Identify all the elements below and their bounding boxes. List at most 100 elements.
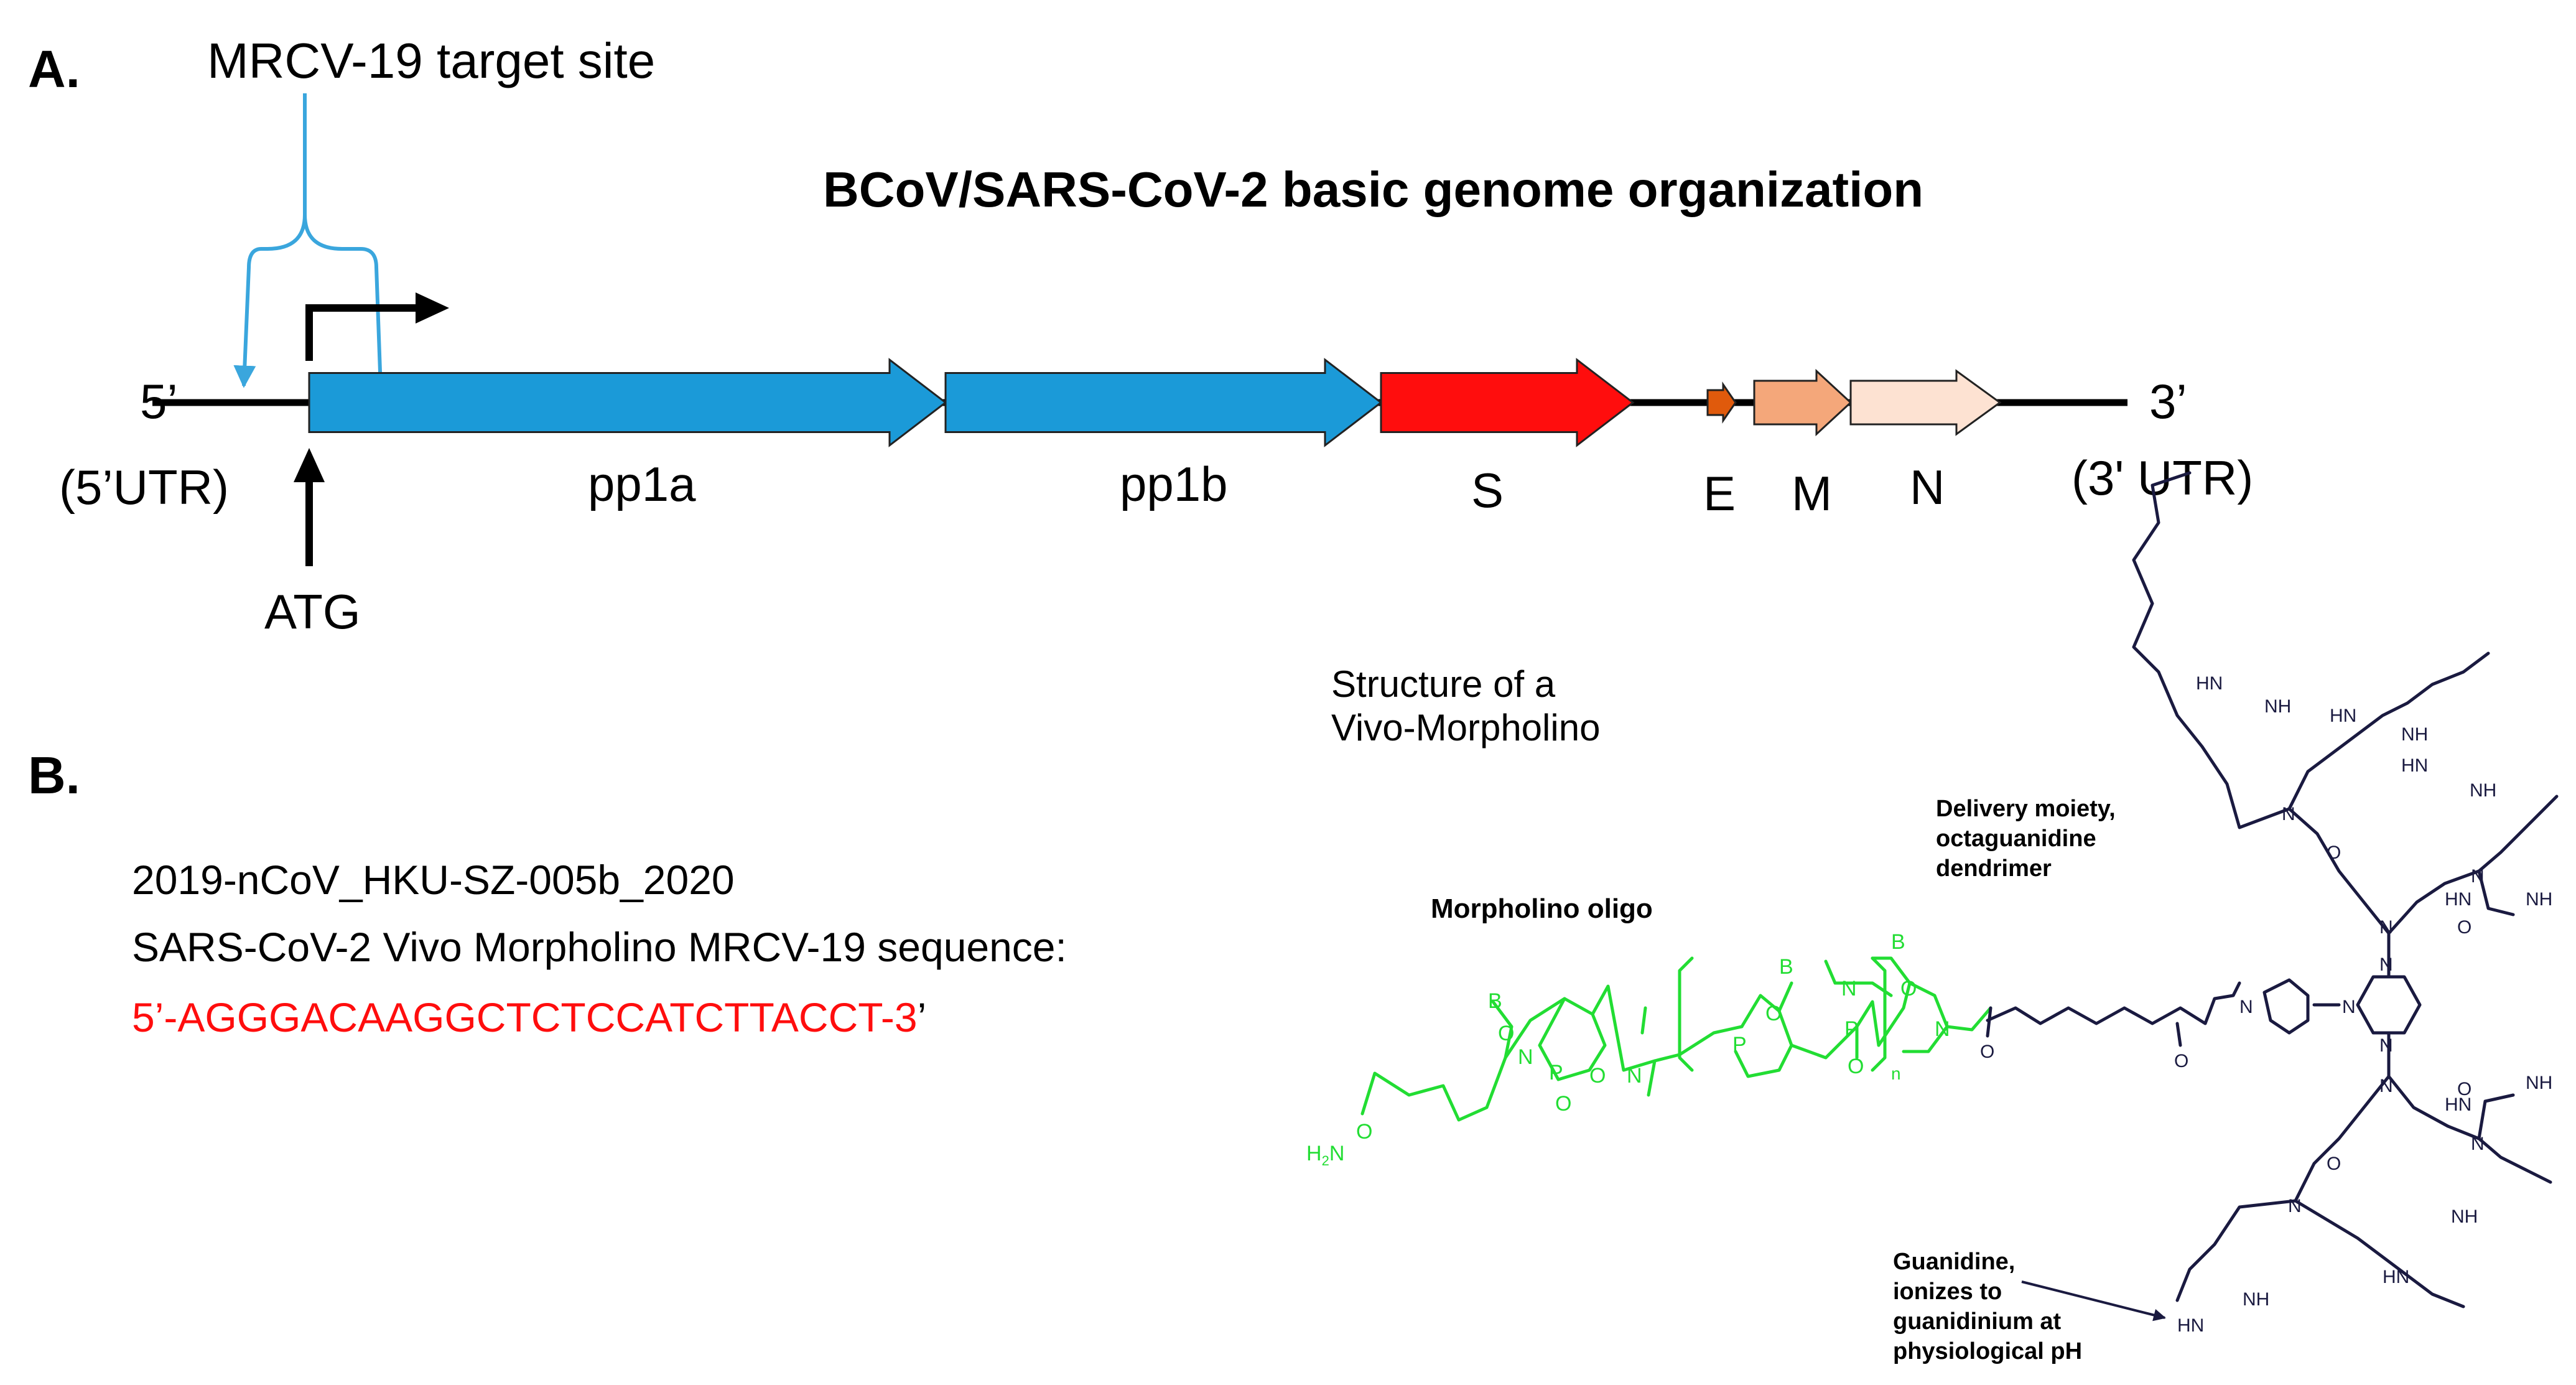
guanidine-label-2: ionizes to bbox=[1893, 1279, 2002, 1305]
guan-hn-7: HN bbox=[2177, 1315, 2204, 1336]
panel-a-letter: A. bbox=[28, 40, 80, 98]
atg-arrowhead bbox=[294, 448, 325, 482]
atom-h-sub: 2 bbox=[1322, 1153, 1329, 1168]
dend-atom-o1: O bbox=[2327, 842, 2341, 863]
atom-o-1: O bbox=[1498, 1022, 1514, 1045]
guan-nh-6: NH bbox=[2451, 1206, 2478, 1227]
panel-b-letter: B. bbox=[28, 746, 80, 804]
sequence-heading: SARS-CoV-2 Vivo Morpholino MRCV-19 seque… bbox=[132, 924, 1067, 970]
morpholino-label: Morpholino oligo bbox=[1431, 893, 1653, 924]
gene-label-m: M bbox=[1792, 466, 1832, 521]
guanidine-pointer bbox=[2021, 1280, 2166, 1322]
structure-title-2: Vivo-Morpholino bbox=[1331, 707, 1600, 748]
mrcv19-sequence: 5’-AGGGACAAGGCTCTCCATCTTACCT-3’ bbox=[132, 994, 926, 1040]
gene-arrow-pp1b bbox=[944, 358, 1383, 447]
transcription-arrowhead bbox=[416, 292, 449, 324]
linker-and-core: N N N N N N O O bbox=[1980, 917, 2422, 1096]
three-prime-label: 3’ bbox=[2149, 374, 2187, 429]
atom-b-1: B bbox=[1488, 989, 1502, 1013]
gene-label-pp1b: pp1b bbox=[1120, 457, 1228, 511]
gene-arrow-pp1a bbox=[308, 358, 947, 447]
guan-hn-6: HN bbox=[2383, 1267, 2409, 1287]
gene-label-s: S bbox=[1471, 463, 1504, 518]
sequence-end-quote: ’ bbox=[918, 994, 927, 1040]
guan-nh-5: NH bbox=[2526, 1073, 2552, 1093]
utr3-label: (3' UTR) bbox=[2071, 450, 2253, 505]
atom-o-5: O bbox=[1848, 1055, 1864, 1078]
guan-hn-4: HN bbox=[2445, 889, 2471, 910]
guan-nh-2: NH bbox=[2401, 724, 2428, 745]
target-site-label: MRCV-19 target site bbox=[207, 33, 655, 88]
core-atom-n1: N bbox=[2239, 997, 2253, 1017]
core-atom-n2: N bbox=[2342, 997, 2356, 1017]
atom-n-4: N bbox=[1935, 1017, 1950, 1041]
gene-label-pp1a: pp1a bbox=[588, 457, 696, 511]
guan-hn-2: HN bbox=[2330, 706, 2356, 726]
core-atom-n3: N bbox=[2379, 954, 2393, 975]
atom-n-3: N bbox=[1841, 977, 1857, 1000]
gene-label-e: E bbox=[1703, 466, 1736, 521]
delivery-label: Delivery moiety, octaguanidine dendrimer bbox=[1936, 796, 2116, 882]
guan-nh-7: NH bbox=[2243, 1289, 2269, 1310]
dend-atom-o3: O bbox=[2457, 1079, 2471, 1099]
guanidine-label-1: Guanidine, bbox=[1893, 1249, 2015, 1275]
atom-n-2: N bbox=[1627, 1064, 1642, 1088]
atom-h2n: H2N bbox=[1306, 1142, 1344, 1168]
guan-nh-4: NH bbox=[2526, 889, 2552, 910]
target-site-bracket bbox=[233, 93, 383, 389]
atom-o-3: O bbox=[1589, 1064, 1606, 1088]
guan-nh-3: NH bbox=[2470, 780, 2496, 801]
genome-title: BCoV/SARS-CoV-2 basic genome organizatio… bbox=[823, 162, 1923, 217]
delivery-label-3: dendrimer bbox=[1936, 856, 2052, 882]
utr5-label: (5’UTR) bbox=[59, 460, 229, 515]
guan-nh-1: NH bbox=[2264, 696, 2291, 717]
delivery-label-2: octaguanidine bbox=[1936, 826, 2096, 852]
dend-atom-o4: O bbox=[2327, 1154, 2341, 1174]
delivery-label-1: Delivery moiety, bbox=[1936, 796, 2116, 822]
atom-o-4: O bbox=[1765, 1002, 1782, 1025]
atom-p-3: P bbox=[1844, 1017, 1859, 1041]
guan-hn-3: HN bbox=[2401, 755, 2428, 776]
atom-h-text: H bbox=[1306, 1142, 1322, 1165]
dend-atom-n3: N bbox=[2471, 1134, 2485, 1154]
atom-n-text: N bbox=[1329, 1142, 1345, 1165]
guanidine-label-3: guanidinium at bbox=[1893, 1308, 2062, 1335]
core-atom-n4: N bbox=[2379, 1035, 2393, 1056]
core-atom-n5: N bbox=[2379, 917, 2393, 938]
guan-hn-5: HN bbox=[2445, 1094, 2471, 1115]
core-atom-n6: N bbox=[2379, 1076, 2393, 1096]
atg-label: ATG bbox=[264, 584, 361, 639]
structure-title-1: Structure of a bbox=[1331, 663, 1556, 705]
dendrimer-arms: HN NH HN NH HN NH HN NH HN NH NH HN HN N… bbox=[2132, 471, 2559, 1336]
dend-atom-o2: O bbox=[2457, 917, 2471, 938]
atom-p-1: P bbox=[1549, 1061, 1563, 1084]
atom-o-2: O bbox=[1555, 1092, 1571, 1116]
strain-name: 2019-nCoV_HKU-SZ-005b_2020 bbox=[132, 857, 735, 903]
sequence-text: 5’-AGGGACAAGGCTCTCCATCTTACCT-3 bbox=[132, 994, 918, 1040]
guan-hn-1: HN bbox=[2196, 673, 2223, 694]
dend-atom-n1: N bbox=[2282, 804, 2295, 824]
repeat-subscript-n: n bbox=[1891, 1064, 1901, 1083]
atom-p-2: P bbox=[1732, 1033, 1747, 1056]
linker-atom-o2: O bbox=[2174, 1051, 2188, 1071]
guanidine-label: Guanidine, ionizes to guanidinium at phy… bbox=[1893, 1249, 2082, 1364]
gene-labels: pp1a pp1b S E M N bbox=[588, 457, 1945, 521]
gene-arrow-s bbox=[1380, 358, 1635, 447]
atom-o-7: O bbox=[1356, 1120, 1372, 1144]
gene-arrow-m bbox=[1753, 368, 1853, 437]
gene-label-n: N bbox=[1910, 460, 1945, 515]
gene-arrows bbox=[308, 358, 2002, 447]
five-prime-label: 5’ bbox=[140, 374, 178, 429]
dend-atom-n4: N bbox=[2288, 1196, 2302, 1216]
gene-arrow-e bbox=[1706, 381, 1737, 424]
transcription-start-arrow bbox=[305, 304, 420, 361]
atom-b-2: B bbox=[1779, 955, 1793, 979]
guanidine-label-4: physiological pH bbox=[1893, 1338, 2082, 1364]
dend-atom-n2: N bbox=[2471, 866, 2485, 887]
atom-n-1: N bbox=[1518, 1045, 1533, 1069]
atom-o-6: O bbox=[1900, 977, 1917, 1000]
morpholino-oligo-structure: B O N P O N O P B O N P O B O N n O H2N bbox=[1306, 930, 1992, 1168]
atom-b-3: B bbox=[1891, 930, 1905, 954]
linker-atom-o1: O bbox=[1980, 1042, 1994, 1062]
